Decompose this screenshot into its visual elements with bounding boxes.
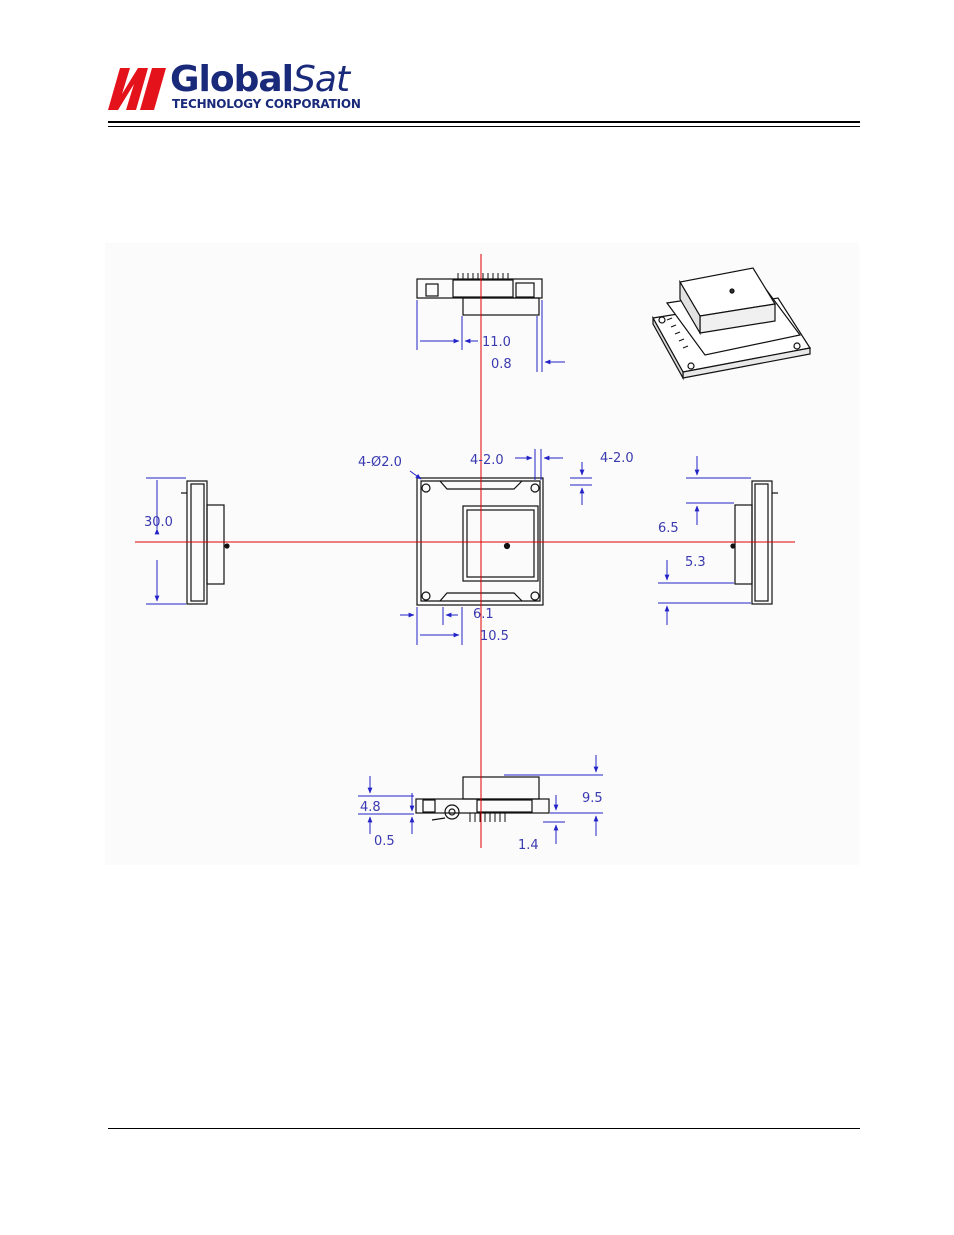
dim-bottom-b: 10.5 xyxy=(480,629,509,644)
dim-right-lower: 5.3 xyxy=(685,555,706,570)
front-view xyxy=(416,777,549,822)
logo-word-suffix: Sat xyxy=(293,59,349,100)
dim-top-offset: 0.8 xyxy=(491,357,512,372)
header-rule-thin xyxy=(108,126,860,127)
dim-body-height: 30.0 xyxy=(144,515,173,530)
dimension-lines xyxy=(146,300,751,844)
dim-bottom-a: 6.1 xyxy=(473,607,494,622)
header-rule-thick xyxy=(108,121,860,123)
dim-hole-y: 4-2.0 xyxy=(600,451,634,466)
dim-top-width: 11.0 xyxy=(482,335,511,350)
dim-front-pcb: 0.5 xyxy=(374,834,395,849)
dim-front-total: 9.5 xyxy=(582,791,603,806)
drawing-canvas: 11.0 0.8 4-Ø2.0 4-2.0 4-2.0 30.0 6.5 5.3… xyxy=(105,243,859,865)
mechanical-drawing: 11.0 0.8 4-Ø2.0 4-2.0 4-2.0 30.0 6.5 5.3… xyxy=(105,243,859,865)
dim-right-upper: 6.5 xyxy=(658,521,679,536)
footer-rule xyxy=(108,1128,860,1129)
isometric-view xyxy=(653,268,810,378)
dim-hole-x: 4-2.0 xyxy=(470,453,504,468)
dim-front-pin: 1.4 xyxy=(518,838,539,853)
dim-hole-diameter: 4-Ø2.0 xyxy=(358,455,402,470)
logo-wordmark: GlobalSat xyxy=(170,58,349,102)
dim-front-height: 4.8 xyxy=(360,800,381,815)
top-view xyxy=(417,273,542,315)
logo-word: Global xyxy=(170,59,293,100)
logo-subtitle: TECHNOLOGY CORPORATION xyxy=(172,97,361,111)
globalsat-logo-icon xyxy=(108,64,166,110)
